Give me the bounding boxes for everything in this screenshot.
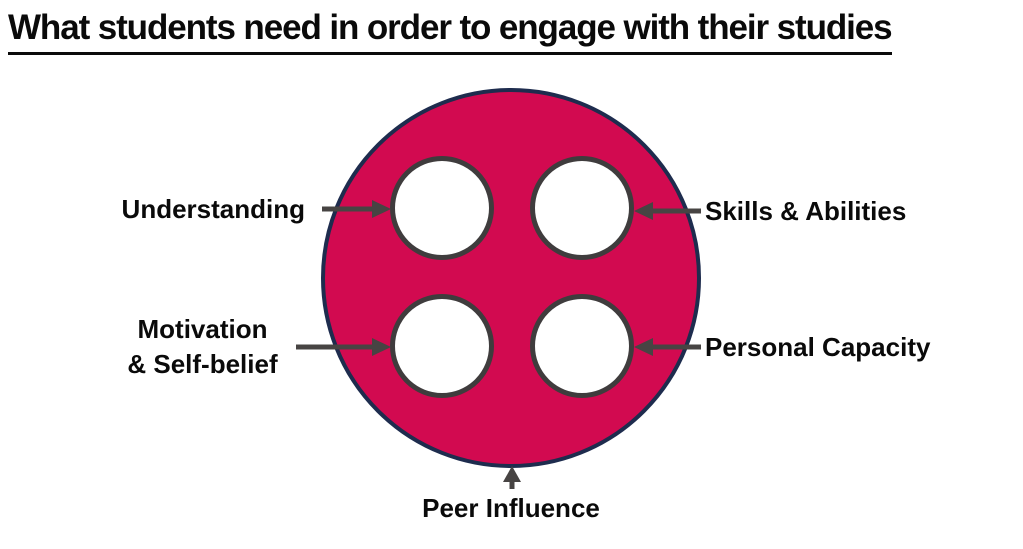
- understanding-arrow-head: [372, 200, 391, 218]
- label-understanding: Understanding: [121, 194, 305, 224]
- skills-abilities-arrow-head: [634, 202, 653, 220]
- understanding-arrow: [322, 200, 391, 218]
- inner-circle-top-left: [390, 156, 494, 260]
- main-circle: [321, 88, 701, 468]
- inner-circle-bottom-left: [390, 294, 494, 398]
- label-personal-capacity: Personal Capacity: [705, 332, 931, 362]
- label-skills-abilities: Skills & Abilities: [705, 196, 907, 226]
- personal-capacity-arrow-head: [634, 338, 653, 356]
- label-peer-influence: Peer Influence: [422, 493, 600, 523]
- slide-title: What students need in order to engage wi…: [8, 6, 893, 55]
- peer-influence-arrow-head: [503, 466, 521, 482]
- personal-capacity-arrow: [634, 338, 701, 356]
- label-motivation-self-belief: Motivation & Self-belief: [127, 314, 278, 379]
- skills-abilities-arrow: [634, 202, 701, 220]
- peer-influence-arrow: [503, 466, 521, 489]
- inner-circle-bottom-right: [530, 294, 634, 398]
- motivation-self-belief-arrow-head: [372, 338, 391, 356]
- motivation-self-belief-arrow: [296, 338, 391, 356]
- inner-circle-top-right: [530, 156, 634, 260]
